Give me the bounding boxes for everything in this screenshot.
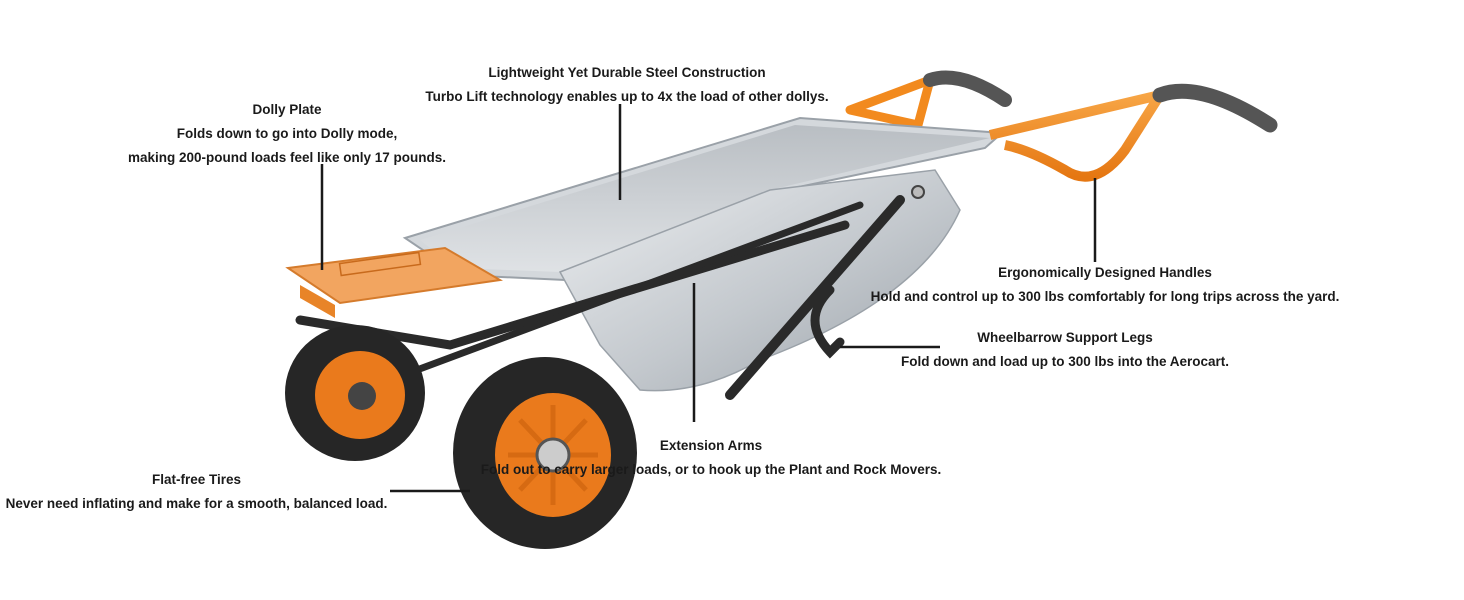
leader-lines xyxy=(320,104,1097,493)
callout-support-legs: Wheelbarrow Support Legs Fold down and l… xyxy=(880,326,1250,374)
callout-description: Never need inflating and make for a smoo… xyxy=(5,496,388,511)
callout-title: Ergonomically Designed Handles xyxy=(998,265,1212,280)
callout-handles: Ergonomically Designed Handles Hold and … xyxy=(850,261,1360,309)
callout-description: making 200-pound loads feel like only 17… xyxy=(127,150,447,165)
front-handle xyxy=(988,83,1278,182)
callout-description: Hold and control up to 300 lbs comfortab… xyxy=(870,289,1340,304)
callout-extension-arms: Extension Arms Fold out to carry larger … xyxy=(470,434,952,482)
callout-description: Fold out to carry larger loads, or to ho… xyxy=(480,462,942,477)
callout-steel-construction: Lightweight Yet Durable Steel Constructi… xyxy=(380,61,874,109)
callout-description: Turbo Lift technology enables up to 4x t… xyxy=(425,89,829,104)
front-tire xyxy=(453,357,637,549)
dolly-plate xyxy=(285,246,503,318)
callout-title: Extension Arms xyxy=(659,438,763,453)
callout-title: Dolly Plate xyxy=(252,102,322,117)
callout-description: Fold down and load up to 300 lbs into th… xyxy=(900,354,1229,369)
callout-flat-free-tires: Flat-free Tires Never need inflating and… xyxy=(0,468,393,516)
rear-tire xyxy=(285,325,425,461)
callout-title: Wheelbarrow Support Legs xyxy=(977,330,1153,345)
steel-tray xyxy=(402,116,1005,392)
callout-dolly-plate: Dolly Plate Folds down to go into Dolly … xyxy=(108,98,466,170)
callout-title: Flat-free Tires xyxy=(151,472,242,487)
callout-title: Lightweight Yet Durable Steel Constructi… xyxy=(488,65,766,80)
rear-handle xyxy=(845,70,1012,130)
callout-description: Folds down to go into Dolly mode, xyxy=(176,126,398,141)
